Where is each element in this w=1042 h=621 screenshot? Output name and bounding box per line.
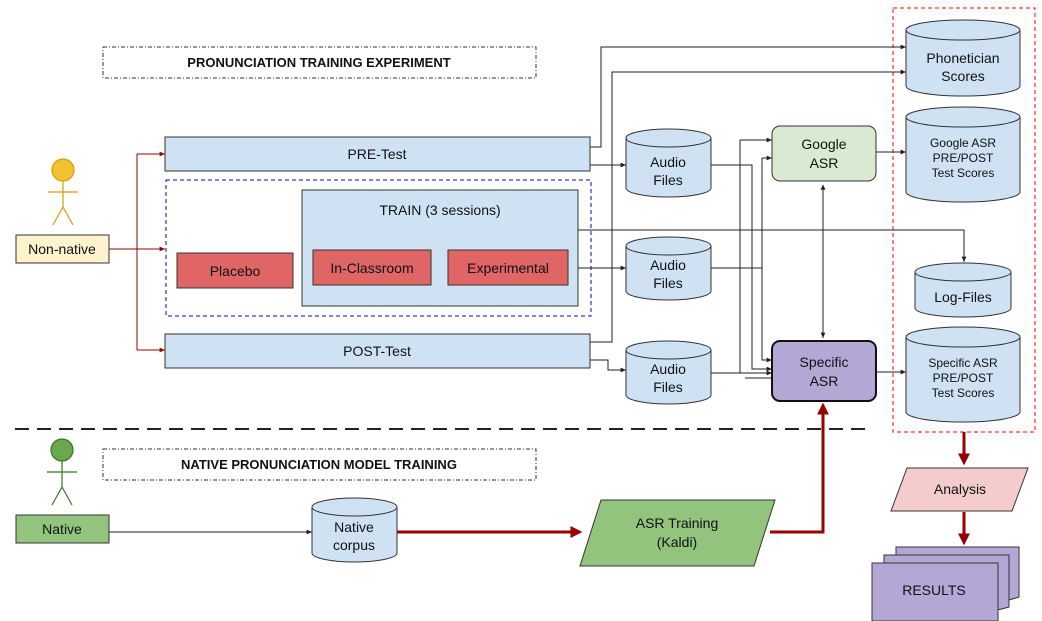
training-container [165,179,592,317]
svg-text:Test Scores: Test Scores [932,386,995,400]
specific-asr-node: Specific ASR [771,340,877,402]
native-person-icon [47,438,77,506]
svg-text:Google: Google [801,136,846,152]
audio-files-db-2: Audio Files [625,236,712,301]
experimental-box: Experimental [447,249,569,286]
svg-text:Non-native: Non-native [28,241,96,257]
svg-text:RESULTS: RESULTS [902,582,966,598]
in-classroom-box: In-Classroom [312,249,432,286]
svg-text:ASR: ASR [810,373,839,389]
analysis-node: Analysis [890,467,1029,512]
svg-text:Google ASR: Google ASR [930,136,996,150]
svg-text:corpus: corpus [333,537,375,553]
pre-test-box: PRE-Test [164,136,591,172]
specific-asr-scores-db: Specific ASR PRE/POST Test Scores [905,326,1021,423]
svg-text:PRE/POST: PRE/POST [933,151,994,165]
audio-files-db-3: Audio Files [625,340,712,405]
svg-text:ASR Training: ASR Training [636,515,718,531]
svg-text:Analysis: Analysis [934,481,986,497]
experiment-header: PRONUNCIATION TRAINING EXPERIMENT [102,46,537,79]
svg-text:Native: Native [334,519,374,535]
google-asr-scores-db: Google ASR PRE/POST Test Scores [905,106,1021,203]
svg-text:Files: Files [653,172,683,188]
svg-text:Audio: Audio [650,257,686,273]
svg-text:Specific: Specific [799,354,848,370]
svg-text:NATIVE PRONUNCIATION MODEL TRA: NATIVE PRONUNCIATION MODEL TRAINING [181,457,457,472]
svg-text:Phonetician: Phonetician [926,50,999,66]
svg-text:PRE-Test: PRE-Test [347,146,406,162]
connectors [109,44,970,546]
svg-text:(Kaldi): (Kaldi) [657,534,697,550]
svg-text:Audio: Audio [650,154,686,170]
native-corpus-db: Native corpus [311,497,398,563]
svg-text:ASR: ASR [810,155,839,171]
non-native-actor: Non-native [15,234,110,264]
svg-text:In-Classroom: In-Classroom [330,260,413,276]
svg-text:Log-Files: Log-Files [934,289,992,305]
svg-text:Audio: Audio [650,361,686,377]
svg-text:Specific ASR: Specific ASR [928,356,998,370]
phonetician-scores-db: Phonetician Scores [905,19,1021,97]
results-node: RESULTS [871,546,1020,621]
asr-training-node: ASR Training (Kaldi) [579,499,776,567]
svg-text:Placebo: Placebo [210,263,261,279]
svg-text:POST-Test: POST-Test [343,343,411,359]
svg-text:Files: Files [653,275,683,291]
svg-text:PRE/POST: PRE/POST [933,371,994,385]
native-actor: Native [15,514,110,544]
svg-text:TRAIN (3 sessions): TRAIN (3 sessions) [379,202,500,218]
google-asr-node: Google ASR [771,125,877,182]
svg-text:Files: Files [653,379,683,395]
log-files-db: Log-Files [914,262,1012,318]
native-header: NATIVE PRONUNCIATION MODEL TRAINING [102,448,537,481]
placebo-box: Placebo [176,252,294,289]
svg-text:Experimental: Experimental [467,260,549,276]
svg-text:Scores: Scores [941,68,985,84]
svg-text:Test Scores: Test Scores [932,166,995,180]
non-native-person-icon [48,158,78,226]
audio-files-db-1: Audio Files [625,128,712,198]
svg-text:PRONUNCIATION TRAINING EXPERIM: PRONUNCIATION TRAINING EXPERIMENT [187,55,450,70]
svg-text:Native: Native [42,521,82,537]
train-box: TRAIN (3 sessions) [301,189,579,307]
post-test-box: POST-Test [164,333,591,369]
